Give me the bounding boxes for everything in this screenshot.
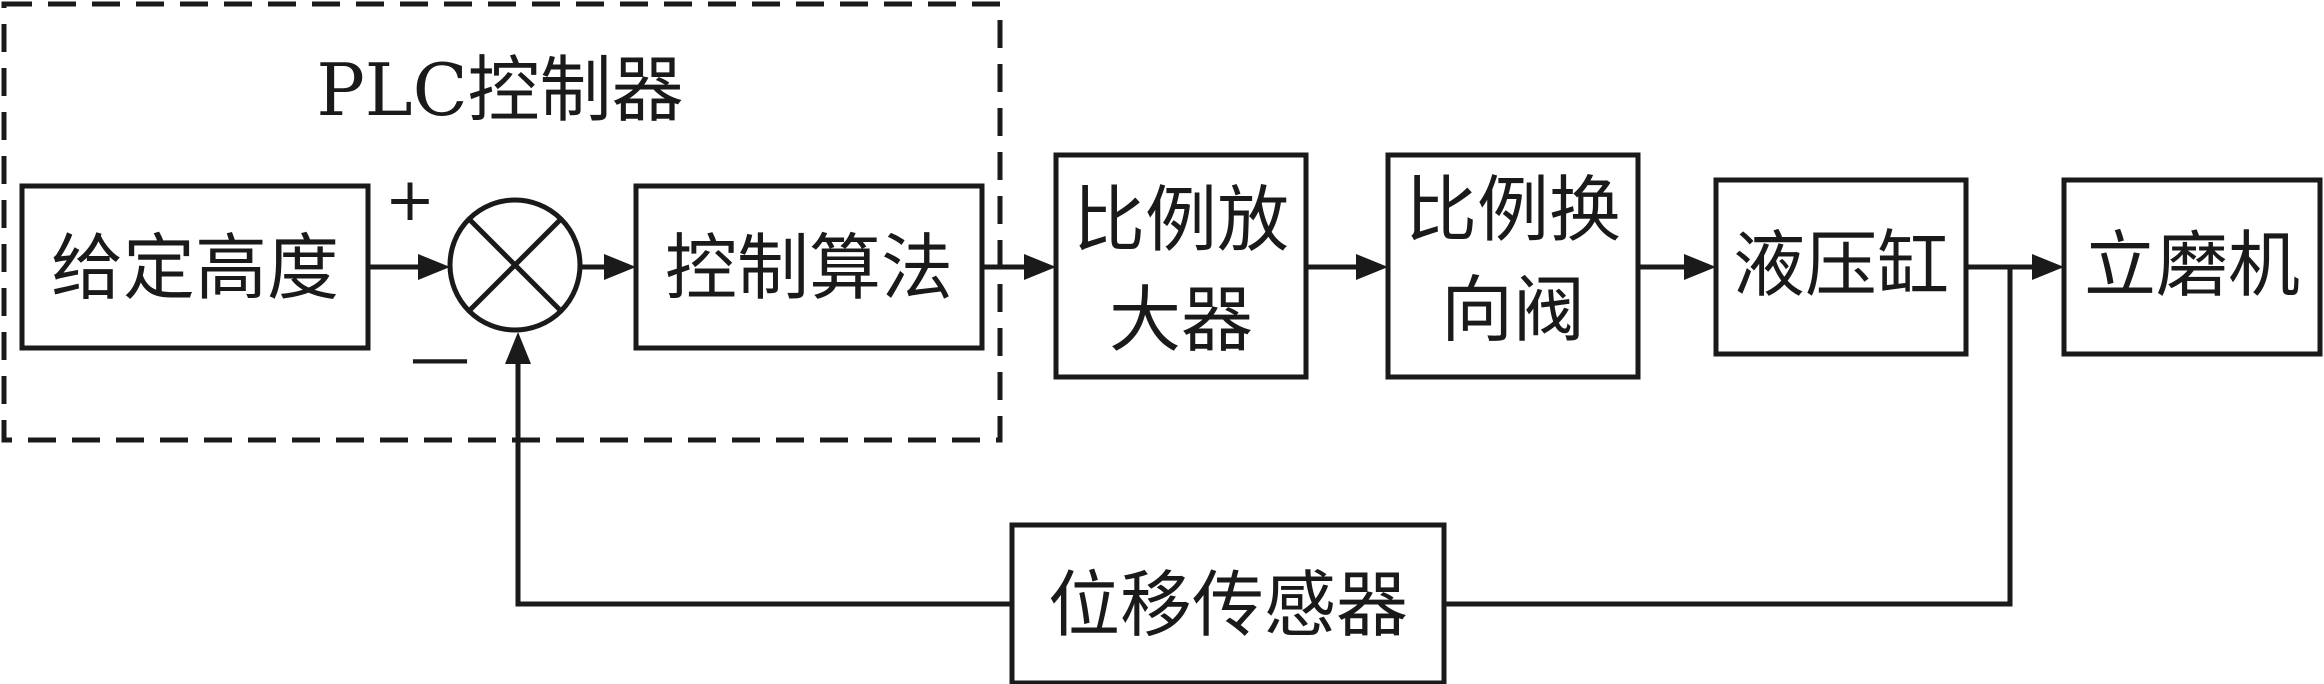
proportional-valve-label-line2: 向阀 <box>1441 268 1585 352</box>
vertical-mill-block: 立磨机 <box>2061 177 2323 357</box>
proportional-valve-label-line1: 比例换 <box>1405 168 1621 252</box>
control-algorithm-label: 控制算法 <box>665 226 953 310</box>
displacement-sensor-label: 位移传感器 <box>1048 563 1408 647</box>
signal-connectors <box>368 254 2064 607</box>
proportional-amplifier-block: 比例放 大器 <box>1053 152 1309 380</box>
plc-controller-group <box>1 1 1003 443</box>
displacement-sensor-block: 位移传感器 <box>1009 522 1447 684</box>
vertical-mill-label: 立磨机 <box>2084 223 2300 307</box>
summing-junction <box>447 197 583 333</box>
plus-sign: + <box>385 165 435 235</box>
control-algorithm-block: 控制算法 <box>633 183 985 351</box>
proportional-amplifier-label-line2: 大器 <box>1109 278 1253 362</box>
proportional-amplifier-label-line1: 比例放 <box>1073 178 1289 262</box>
hydraulic-cylinder-block: 液压缸 <box>1713 177 1969 357</box>
setpoint-label: 给定高度 <box>51 226 339 310</box>
plc-controller-title: PLC控制器 <box>316 48 683 132</box>
setpoint-block: 给定高度 <box>19 183 371 351</box>
minus-sign: — <box>410 323 470 393</box>
hydraulic-cylinder-label: 液压缸 <box>1733 223 1949 307</box>
proportional-valve-block: 比例换 向阀 <box>1385 152 1641 380</box>
